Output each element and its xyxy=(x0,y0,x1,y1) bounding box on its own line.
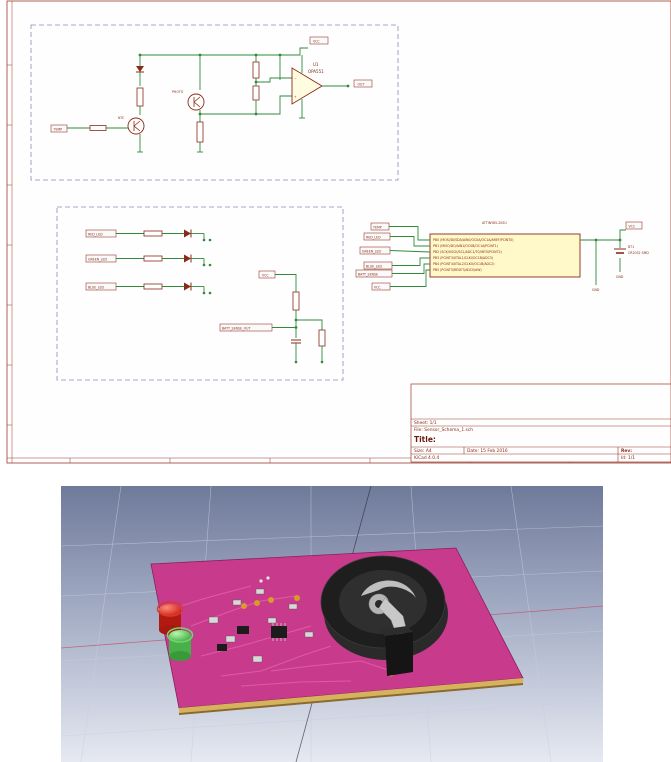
pcb-board xyxy=(150,547,524,715)
mcu-net-blue: BLUE_LED xyxy=(366,265,383,269)
svg-text:+: + xyxy=(294,95,297,99)
sheet-id: Id: 1/1 xyxy=(621,455,635,461)
kicad-version: KiCad 4.0.4 xyxy=(414,455,439,461)
mcu-pin-1: PB0 (MOSI/DI/SDA/AIN0/OC0A/OC1A/AREF/PCI… xyxy=(433,238,513,242)
svg-text:−: − xyxy=(294,77,297,81)
battery-supply-label: VCC xyxy=(629,225,636,229)
title-label: Title: xyxy=(414,435,436,444)
sheet-number: Sheet: 1/1 xyxy=(414,420,437,426)
sensor-ref-label: NTC xyxy=(118,116,125,120)
sheet-size: Size: A4 xyxy=(414,448,432,454)
phototransistor-symbol xyxy=(127,117,145,135)
mcu-net-temp: TEMP xyxy=(372,226,382,230)
green-led-net-label: GREEN_LED xyxy=(88,258,107,262)
mcu-ref: ATTINY85-20SU xyxy=(482,221,507,225)
mcu-net-vcc: VCC xyxy=(374,286,381,290)
green-led xyxy=(166,627,194,661)
led-driver-block: RED_LED GREEN_LED BLUE_LED xyxy=(56,206,344,381)
led-row-blue: BLUE_LED xyxy=(85,282,205,293)
opamp-ref: U1 xyxy=(313,62,319,67)
opamp-output-label: OUT xyxy=(358,83,365,87)
file-name: File: Sensor_Schema_1.sch xyxy=(414,427,473,433)
led-row-red: RED_LED xyxy=(85,229,205,240)
opamp-chip xyxy=(271,626,287,638)
mcu-pin-3: PB2 (SCK/USCK/SCL/ADC1/T0/INT0/PCINT2) xyxy=(433,250,502,254)
battery-ref: BT1 xyxy=(628,245,634,249)
mcu-pin-4: PB3 (PCINT3/XTAL1/CLKI/OC1B/ADC3) xyxy=(433,256,493,260)
ic-chip xyxy=(237,626,249,634)
led-row-green: GREEN_LED xyxy=(85,254,205,265)
batt-sense-net-label: BATT_SENSE_OUT xyxy=(222,327,250,331)
mcu-net-green: GREEN_LED xyxy=(362,250,381,254)
mcu-pin-6: PB5 (PCINT5/RESET/ADC0/dW) xyxy=(433,268,482,272)
sheet-date: Date: 15 Feb 2016 xyxy=(467,448,508,454)
amplifier-block: VCC NTC TEMP PHOTO xyxy=(30,24,399,181)
mcu-pin-5: PB4 (PCINT4/XTAL2/CLKO/OC1B/ADC2) xyxy=(433,262,494,266)
battery-gnd-label: GND xyxy=(616,275,624,279)
pcb-3d-render xyxy=(61,486,603,762)
sheet-rev: Rev: xyxy=(621,448,632,454)
mcu-net-red: RED_LED xyxy=(366,236,381,240)
blue-led-net-label: BLUE_LED xyxy=(88,286,105,290)
coin-cell-holder xyxy=(320,555,448,676)
mcu-block: ATTINY85-20SU PB0 (MOSI/DI/SDA/AIN0/OC0A… xyxy=(355,221,649,292)
opamp-value: OPA551 xyxy=(308,69,324,74)
red-led-net-label: RED_LED xyxy=(88,233,103,237)
opamp-supply-label: VCC xyxy=(313,40,320,44)
schematic-sheet: VCC NTC TEMP PHOTO xyxy=(6,0,671,464)
mcu-net-batt: BATT_SENSE xyxy=(358,273,378,277)
temp-input-label: TEMP xyxy=(53,128,63,132)
photodiode-symbol xyxy=(187,93,205,111)
mcu-pin-2: PB1 (MISO/DO/AIN1/OC0B/OC1A/PCINT1) xyxy=(433,244,498,248)
photo-ref-label: PHOTO xyxy=(172,90,184,94)
battery-value: CR2032 SMD xyxy=(628,251,649,255)
opamp-symbol xyxy=(291,67,323,105)
mcu-gnd-label: GND xyxy=(592,288,600,292)
mcu-symbol xyxy=(429,233,581,278)
divider-supply-label: VCC xyxy=(262,274,269,278)
title-block: Sheet: 1/1 File: Sensor_Schema_1.sch Tit… xyxy=(410,383,671,463)
